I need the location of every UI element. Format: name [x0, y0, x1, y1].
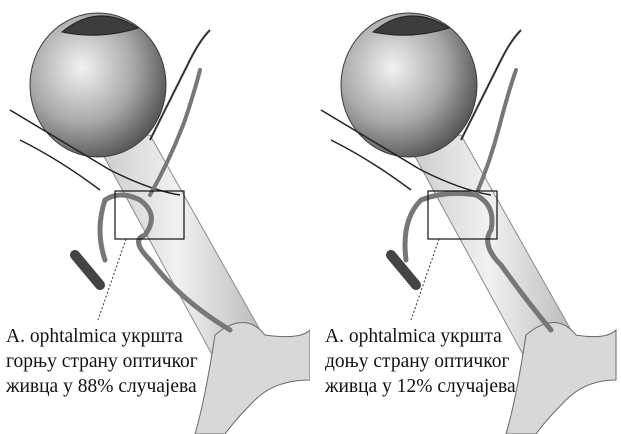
caption-line-3: живца у 12% случајева: [325, 374, 516, 399]
caption-line-1: A. ophtalmica укршта: [6, 324, 198, 349]
panel-inferior-crossing: A. ophtalmica укршта доњу страну оптичко…: [311, 0, 621, 434]
panel-superior-crossing: A. ophtalmica укршта горњу страну оптичк…: [0, 0, 310, 434]
artery-stump: [75, 255, 100, 285]
caption-line-3: живца у 88% случајева: [6, 374, 198, 399]
caption-line-2: доњу страну оптичког: [325, 349, 516, 374]
caption-inferior: A. ophtalmica укршта доњу страну оптичко…: [325, 324, 516, 399]
caption-line-1: A. ophtalmica укршта: [325, 324, 516, 349]
caption-line-2: горњу страну оптичког: [6, 349, 198, 374]
artery-branch: [476, 70, 516, 195]
caption-superior: A. ophtalmica укршта горњу страну оптичк…: [6, 324, 198, 399]
